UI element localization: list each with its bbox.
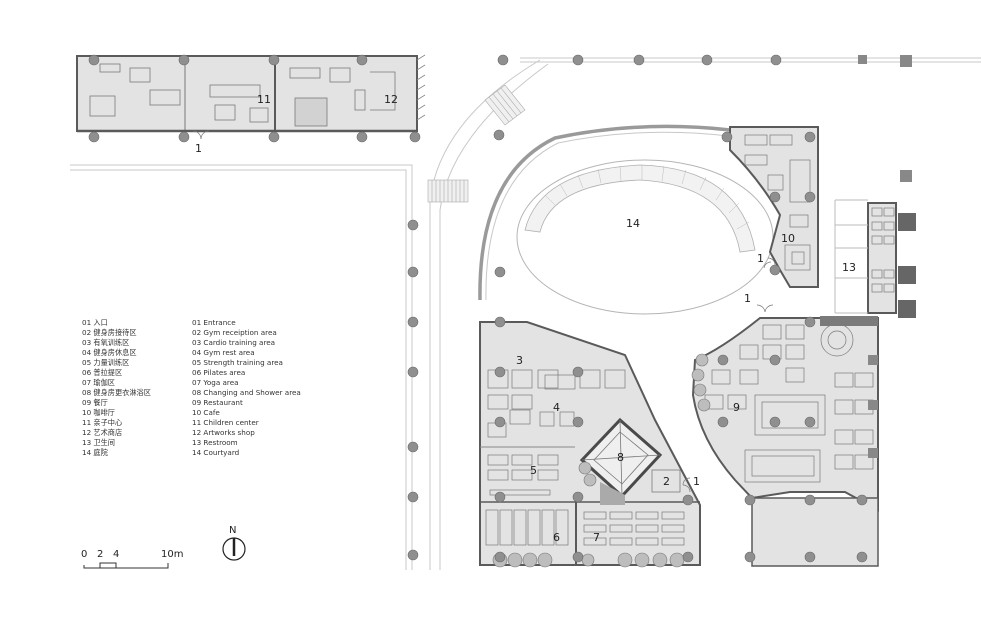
legend-cn-item: 13 卫生间 — [82, 438, 115, 447]
scale-bar: 0 2 4 10m — [81, 549, 183, 569]
legend-en-item: 12 Artworks shop — [192, 428, 255, 437]
legend-cn-item: 12 艺术商店 — [82, 428, 122, 437]
label-gym-rest: 4 — [553, 401, 560, 414]
legend-en-item: 09 Restaurant — [192, 398, 243, 407]
north-arrow: N — [222, 525, 246, 561]
restroom-block — [834, 199, 916, 318]
legend-en-item: 01 Entrance — [192, 318, 236, 327]
east-piers — [858, 55, 912, 458]
legend-en-item: 08 Changing and Shower area — [192, 388, 301, 397]
legend-en-item: 11 Children center — [192, 418, 259, 427]
legend-cn-item: 02 健身房接待区 — [82, 328, 137, 337]
legend-cn-item: 06 普拉提区 — [82, 368, 122, 377]
label-courtyard: 14 — [626, 217, 640, 230]
legend-en-item: 03 Cardio training area — [192, 338, 275, 347]
label-entrance-west: 1 — [195, 142, 202, 155]
label-restroom: 13 — [842, 261, 856, 274]
legend-cn-item: 01 入口 — [82, 318, 108, 327]
legend-en-item: 04 Gym rest area — [192, 348, 255, 357]
legend-cn-item: 03 有氧训练区 — [82, 338, 129, 347]
label-entrance-east: 1 — [693, 475, 700, 488]
door-swings — [682, 261, 774, 486]
legend-en-item: 05 Strength training area — [192, 358, 283, 367]
legend-en-item: 14 Courtyard — [192, 448, 239, 457]
legend-en-item: 10 Cafe — [192, 408, 220, 417]
legend-cn-item: 10 咖啡厅 — [82, 408, 115, 417]
legend-en-item: 13 Restroom — [192, 438, 238, 447]
legend-en-item: 06 Pilates area — [192, 368, 245, 377]
columns — [88, 54, 868, 563]
label-entrance-south: 1 — [744, 292, 751, 305]
north-wing — [76, 54, 426, 140]
legend-cn-item: 05 力量训练区 — [82, 358, 129, 367]
label-reception: 2 — [663, 475, 670, 488]
north-label: N — [229, 525, 236, 536]
label-cafe: 10 — [781, 232, 795, 245]
restaurant-block — [691, 316, 879, 567]
legend-chinese: 01 入口 02 健身房接待区 03 有氧训练区 04 健身房休息区 05 力量… — [82, 318, 151, 457]
label-entrance-cafe: 1 — [757, 252, 764, 265]
legend-cn-item: 09 餐厅 — [82, 398, 108, 407]
legend-cn-item: 07 瑜伽区 — [82, 378, 115, 387]
label-changing: 8 — [617, 451, 624, 464]
legend-cn-item: 11 亲子中心 — [82, 418, 122, 427]
courtyard — [478, 124, 774, 315]
scale-tick-4: 4 — [113, 549, 119, 560]
legend-en-item: 07 Yoga area — [192, 378, 239, 387]
legend-english: 01 Entrance 02 Gym receiption area 03 Ca… — [192, 318, 301, 457]
legend-en-item: 02 Gym receiption area — [192, 328, 277, 337]
scale-tick-2: 2 — [97, 549, 103, 560]
cafe-block — [729, 126, 819, 288]
legend-cn-item: 08 健身房更衣淋浴区 — [82, 388, 151, 397]
label-strength: 5 — [530, 464, 537, 477]
legend-cn-item: 14 庭院 — [82, 448, 108, 457]
gym-block — [479, 321, 701, 568]
scale-tick-0: 0 — [81, 549, 87, 560]
label-restaurant: 9 — [733, 401, 740, 414]
scale-tick-10m: 10m — [161, 549, 183, 560]
legend-cn-item: 04 健身房休息区 — [82, 348, 137, 357]
label-cardio: 3 — [516, 354, 523, 367]
label-yoga: 7 — [593, 531, 600, 544]
steps — [427, 84, 526, 203]
label-children-center: 11 — [257, 93, 271, 106]
label-artworks-shop: 12 — [384, 93, 398, 106]
room-labels: 1 11 12 14 10 1 13 1 3 4 9 8 5 2 1 6 7 — [195, 93, 856, 544]
label-pilates: 6 — [553, 531, 560, 544]
